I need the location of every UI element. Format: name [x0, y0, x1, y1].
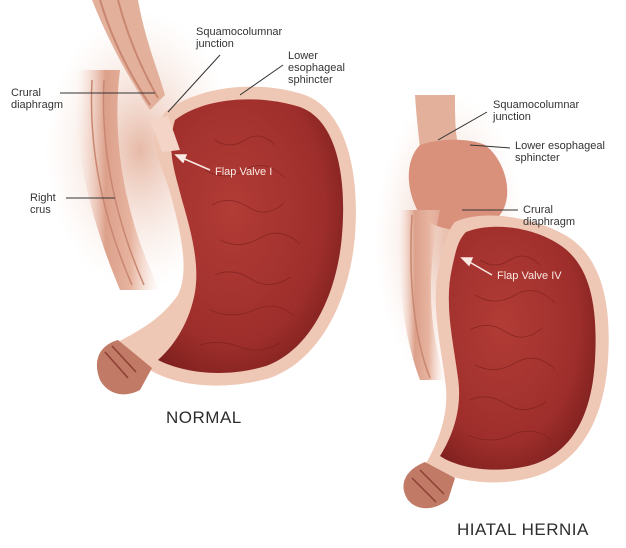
label-flap-valve-i: Flap Valve I — [215, 166, 272, 178]
caption-normal: NORMAL — [166, 408, 242, 428]
caption-hiatal-hernia: HIATAL HERNIA — [457, 520, 589, 540]
label-flap-valve-iv: Flap Valve IV — [497, 270, 562, 282]
